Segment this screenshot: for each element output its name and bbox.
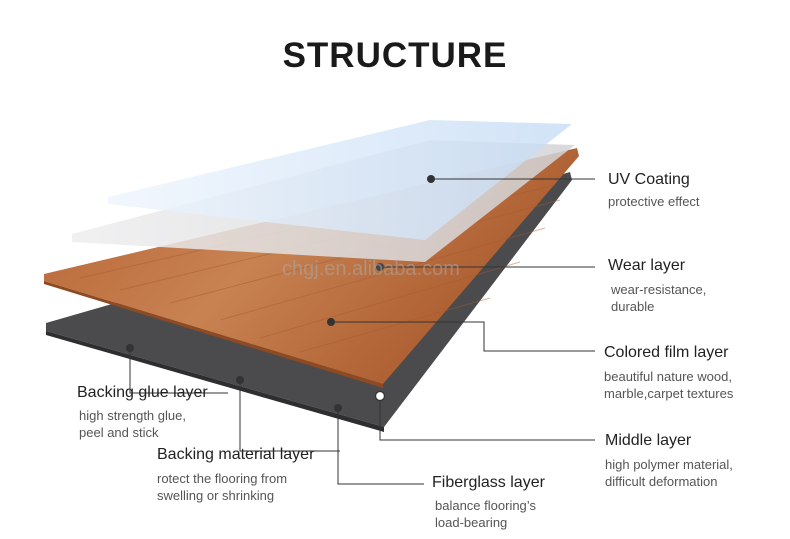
middle-layer-label: Middle layer	[605, 432, 692, 449]
wear-layer-desc-1: wear-resistance,	[611, 282, 707, 297]
marker-glue	[126, 344, 134, 352]
uv-coating-desc-1: protective effect	[608, 194, 700, 209]
backing-glue-layer-desc-2: peel and stick	[79, 425, 159, 440]
uv-coating-label: UV Coating	[608, 171, 690, 188]
marker-fiber	[334, 404, 342, 412]
fiberglass-layer-label: Fiberglass layer	[432, 474, 545, 491]
leader-glue	[129, 348, 228, 394]
colored-film-layer-desc-1: beautiful nature wood,	[604, 369, 732, 384]
fiberglass-layer-desc-2: load-bearing	[435, 515, 508, 530]
watermark: chgj.en.alibaba.com	[282, 258, 460, 280]
leader-fiber	[337, 408, 424, 485]
leader-lines	[129, 178, 595, 485]
marker-uv	[427, 175, 435, 183]
leader-middle	[379, 396, 595, 441]
backing-glue-layer-desc-1: high strength glue,	[79, 408, 186, 423]
markers	[126, 175, 435, 412]
wear-layer-desc-2: durable	[611, 299, 655, 314]
backing-material-layer-desc-2: swelling or shrinking	[157, 488, 275, 503]
marker-middle	[374, 390, 386, 402]
marker-backing	[236, 376, 244, 384]
colored-film-layer-label: Colored film layer	[604, 344, 729, 361]
colored-film-layer-desc-2: marble,carpet textures	[604, 386, 734, 401]
middle-layer-desc-1: high polymer material,	[605, 457, 733, 472]
marker-film	[327, 318, 335, 326]
fiberglass-layer-desc-1: balance flooring’s	[435, 498, 536, 513]
colored-film-layer-edge	[44, 281, 383, 388]
leader-film	[331, 321, 595, 352]
backing-glue-layer-label: Backing glue layer	[77, 384, 208, 401]
leader-backing	[239, 380, 340, 452]
backing-material-layer-desc-1: rotect the flooring from	[157, 471, 288, 486]
backing-material-layer-label: Backing material layer	[157, 446, 315, 463]
wear-layer-label: Wear layer	[608, 257, 686, 274]
uv-coating-layer-shape	[108, 120, 572, 240]
marker-wear	[376, 263, 384, 271]
page-title: STRUCTURE	[282, 36, 508, 75]
middle-layer-desc-2: difficult deformation	[605, 474, 718, 489]
